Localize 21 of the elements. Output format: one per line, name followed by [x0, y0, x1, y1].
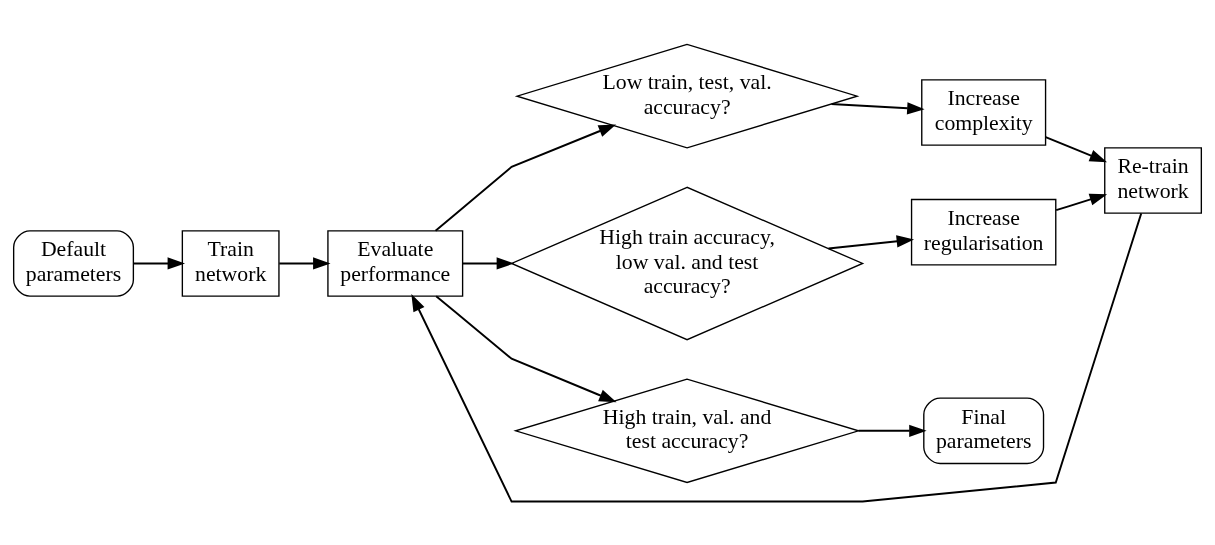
node-box: Train network: [181, 229, 280, 297]
arrow: [830, 101, 925, 114]
node-box: Increase complexity: [921, 78, 1047, 146]
arrow: [827, 234, 915, 249]
arrow: [435, 294, 617, 402]
arrow: [857, 424, 927, 437]
node-box: Increase regularisation: [910, 198, 1057, 265]
node-diamond: High train accuracy, low val. and test accuracy?: [509, 186, 865, 340]
arrow: [411, 211, 1143, 502]
node-box: Default parameters: [13, 229, 135, 297]
arrow: [132, 256, 186, 270]
node-box: Re-train network: [1104, 146, 1202, 214]
arrow: [1055, 193, 1108, 211]
arrow: [1044, 135, 1108, 162]
arrow: [278, 256, 331, 270]
node-diamond: High train, val. and test accuracy?: [513, 377, 861, 483]
arrow: [434, 123, 617, 232]
arrow: [462, 256, 515, 270]
node-diamond: Low train, test, val. accuracy?: [514, 43, 860, 149]
node-box: Final parameters: [923, 397, 1045, 464]
node-box: Evaluate performance: [327, 229, 464, 297]
